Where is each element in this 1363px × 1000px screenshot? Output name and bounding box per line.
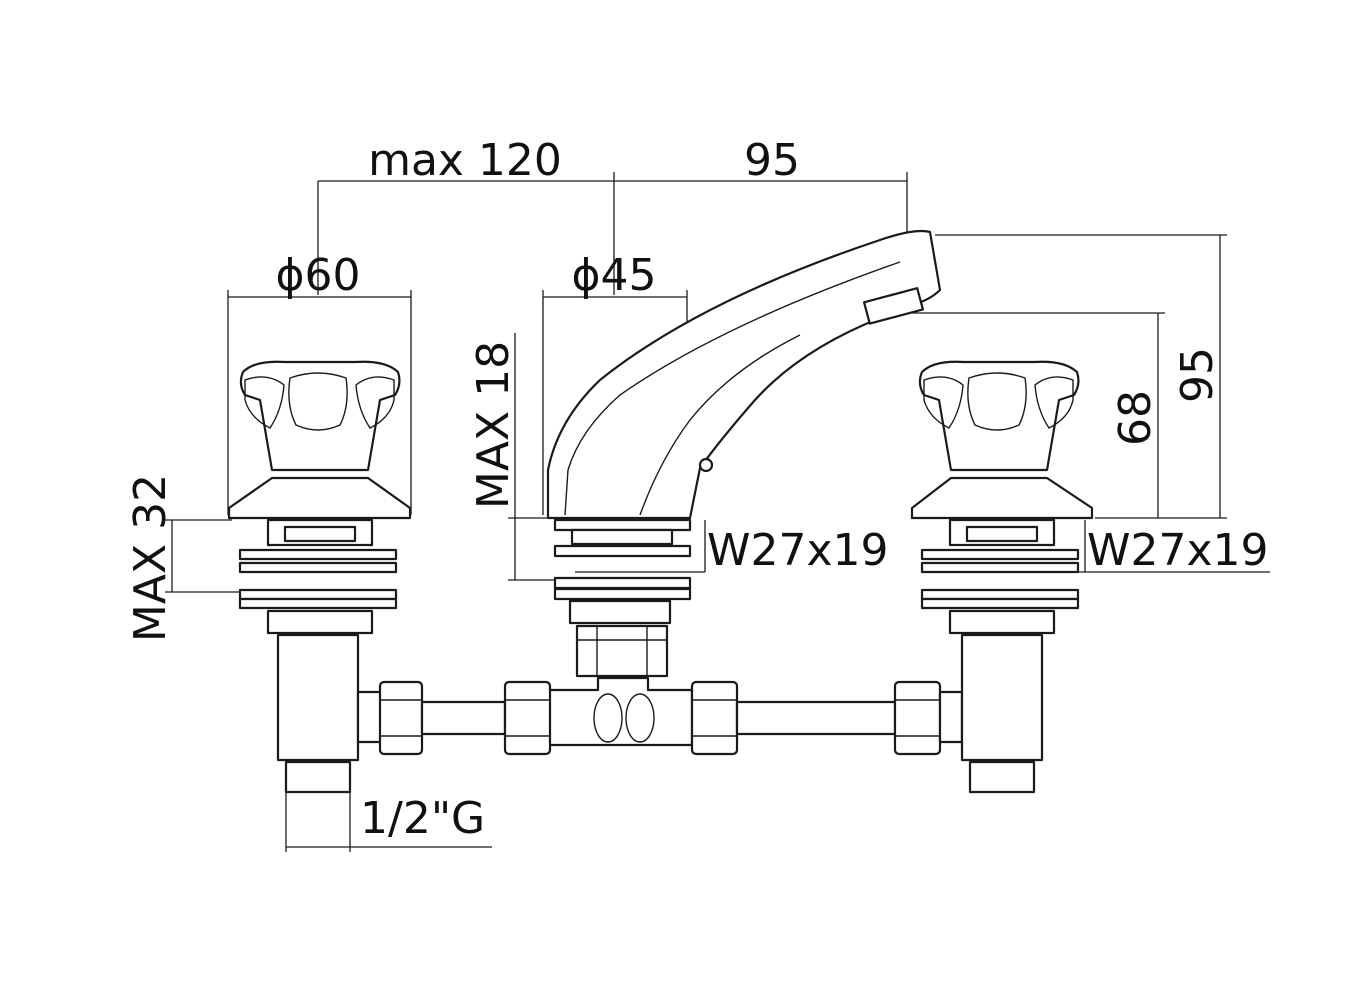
label-max-32: MAX 32 xyxy=(125,474,176,642)
label-connection: 1/2"G xyxy=(360,793,485,844)
left-handle-knob xyxy=(239,360,401,472)
label-max-120: max 120 xyxy=(368,135,562,186)
connection-pipes xyxy=(356,680,964,756)
label-height-68: 68 xyxy=(1110,390,1161,446)
spout-body xyxy=(546,229,942,520)
dimension-labels: max 120 95 ϕ60 ϕ45 MAX 18 MAX 32 68 95 W… xyxy=(125,135,1269,844)
center-spout xyxy=(546,229,942,747)
label-thread-center: W27x19 xyxy=(707,525,889,576)
label-diameter-60: ϕ60 xyxy=(275,250,360,301)
label-spout-95: 95 xyxy=(744,135,800,186)
label-max-18: MAX 18 xyxy=(468,341,519,509)
label-thread-right: W27x19 xyxy=(1087,525,1269,576)
right-handle-valve xyxy=(910,360,1094,794)
left-rosette xyxy=(227,476,412,520)
left-handle-valve xyxy=(227,360,412,794)
dimension-lines xyxy=(165,172,1270,852)
label-diameter-45: ϕ45 xyxy=(571,250,656,301)
right-handle-knob xyxy=(918,360,1080,472)
right-rosette xyxy=(910,476,1094,520)
label-height-95: 95 xyxy=(1172,347,1223,403)
